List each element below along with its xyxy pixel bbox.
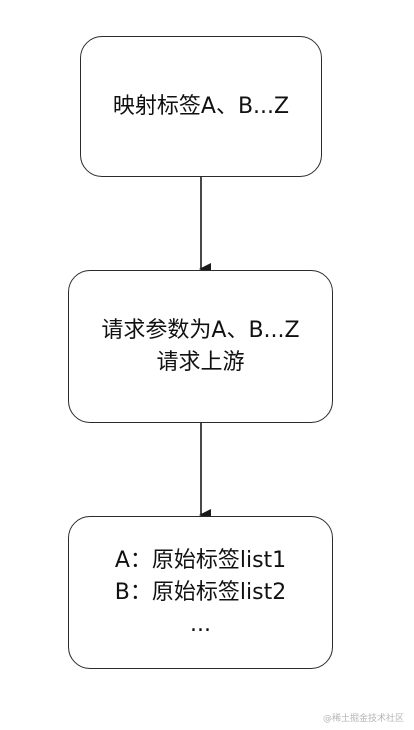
watermark: @稀土掘金技术社区 bbox=[322, 714, 404, 724]
node-mapping-labels: 映射标签A、B...Z bbox=[80, 36, 322, 177]
node-1-line-1: 映射标签A、B...Z bbox=[112, 93, 290, 119]
node-2-line-2: 请求上游 bbox=[156, 349, 245, 375]
node-3-line-2: B：原始标签list2 bbox=[114, 579, 287, 605]
node-original-label-lists: A：原始标签list1 B：原始标签list2 ... bbox=[68, 516, 333, 669]
node-request-upstream: 请求参数为A、B...Z 请求上游 bbox=[68, 270, 333, 423]
node-2-line-1: 请求参数为A、B...Z bbox=[101, 317, 300, 343]
node-3-line-3: ... bbox=[190, 611, 211, 637]
node-3-line-1: A：原始标签list1 bbox=[114, 547, 287, 573]
